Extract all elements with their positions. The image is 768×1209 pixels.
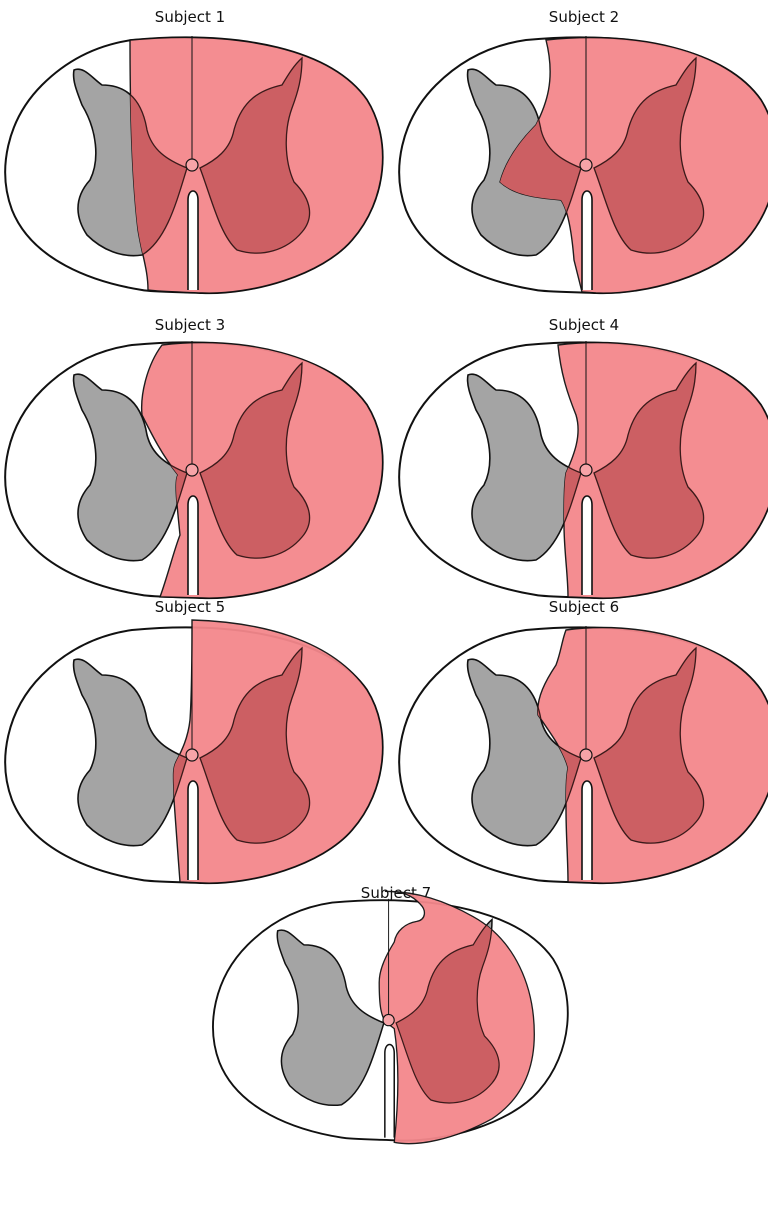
cord-cross-section-subject-5 — [5, 620, 382, 883]
cord-cross-section-subject-7 — [213, 891, 568, 1143]
panel-label-subject-2: Subject 2 — [549, 8, 619, 26]
ventral-median-fissure — [188, 781, 198, 880]
central-canal — [383, 1014, 394, 1025]
central-canal — [580, 159, 592, 171]
central-canal — [186, 159, 198, 171]
central-canal — [580, 749, 592, 761]
panel-label-subject-3: Subject 3 — [155, 316, 225, 334]
central-canal — [580, 464, 592, 476]
panel-label-subject-1: Subject 1 — [155, 8, 225, 26]
ventral-median-fissure — [582, 781, 592, 880]
cord-cross-section-subject-6 — [399, 626, 768, 883]
ventral-median-fissure — [582, 191, 592, 290]
panel-label-subject-4: Subject 4 — [549, 316, 619, 334]
cord-cross-section-subject-2 — [399, 36, 768, 293]
cord-cross-section-subject-3 — [5, 341, 382, 598]
ventral-median-fissure — [385, 1045, 394, 1138]
panel-label-subject-5: Subject 5 — [155, 598, 225, 616]
central-canal — [186, 749, 198, 761]
ventral-median-fissure — [188, 496, 198, 595]
ventral-median-fissure — [582, 496, 592, 595]
central-canal — [186, 464, 198, 476]
ventral-median-fissure — [188, 191, 198, 290]
cord-cross-section-subject-4 — [399, 341, 768, 598]
cord-cross-section-subject-1 — [5, 36, 382, 293]
panel-label-subject-6: Subject 6 — [549, 598, 619, 616]
